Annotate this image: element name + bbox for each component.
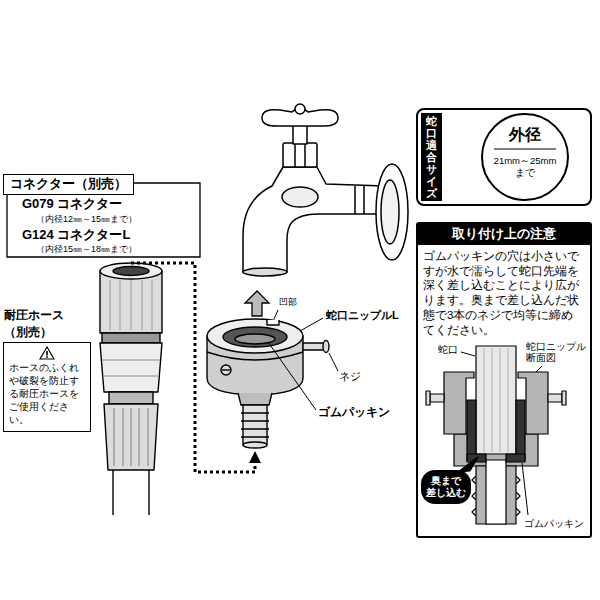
- section-drawing: [418, 342, 590, 536]
- divider-line: [494, 148, 556, 149]
- faucet-drawing: [282, 187, 318, 207]
- nipple-drawing: [238, 393, 272, 405]
- faucet-drawing: [283, 143, 317, 167]
- faucet-drawing: [243, 104, 408, 276]
- nipple-drawing: [222, 369, 230, 370]
- size-range: （内径12㎜～15㎜まで）: [36, 214, 137, 224]
- nipple-drawing: [243, 405, 267, 445]
- section-drawing: [548, 394, 562, 402]
- section-drawing: [426, 391, 430, 405]
- section-heading: 耐圧ホース（別売）: [4, 307, 84, 341]
- nipple-drawing: [235, 334, 275, 344]
- connector-drawing: [100, 343, 162, 392]
- connector-drawing: [100, 263, 162, 279]
- warning-icon: [46, 356, 48, 358]
- model-name: G124 コネクターL: [22, 228, 130, 243]
- connector-drawing: [100, 271, 162, 333]
- warning-icon: [40, 347, 54, 359]
- size-range: 21mm～25mm まで: [492, 155, 558, 179]
- fit-size-panel: 蛇口適合サイズ 外径 21mm～25mm まで: [416, 108, 592, 206]
- assembly-route: [131, 263, 255, 472]
- section-heading-box: コネクター（別売）: [3, 174, 134, 195]
- connector-drawing: [114, 408, 148, 466]
- faucet-drawing: [293, 124, 307, 144]
- leader-line: [329, 353, 338, 371]
- leader-line: [274, 310, 278, 319]
- model-name: G079 コネクター: [22, 197, 122, 212]
- connector-drawing: [109, 392, 153, 404]
- section-drawing: [506, 454, 525, 462]
- warning-text: ホースのふくれや破裂を防止する耐圧ホースをご使用ください。: [9, 361, 86, 426]
- nipple-drawing: [323, 341, 329, 353]
- diameter-heading: 外径: [480, 125, 570, 144]
- nipple-drawing: [241, 413, 269, 437]
- faucet-drawing: [355, 186, 364, 214]
- part-label: 蛇口: [438, 344, 458, 356]
- route-arrowhead: [249, 451, 261, 463]
- section-drawing: [476, 346, 516, 454]
- section-drawing: [467, 400, 476, 460]
- section-drawing: [461, 352, 542, 515]
- section-drawing: [516, 400, 525, 460]
- caution-text: ゴムパッキンの穴は小さいですが水で濡らして蛇口先端を深く差し込むことにより広がり…: [418, 245, 590, 339]
- diameter-circle: 外径 21mm～25mm まで: [480, 112, 570, 202]
- mount-arrow: [245, 291, 269, 316]
- connector-drawing: [100, 263, 162, 515]
- leader-line: [268, 342, 316, 410]
- connector-drawing: [102, 333, 160, 343]
- connector-drawing: [102, 360, 160, 376]
- warning-icon: [39, 346, 55, 360]
- nipple-drawing: [303, 343, 325, 350]
- nipple-drawing: [267, 320, 279, 325]
- nipple-drawing: [223, 327, 287, 347]
- connector-drawing: [113, 470, 149, 515]
- section-drawing: [562, 391, 566, 405]
- connector-drawing: [104, 404, 158, 470]
- mount-arrow: [245, 291, 269, 316]
- connector-drawing: [113, 267, 149, 276]
- part-label: 凹部: [279, 297, 297, 307]
- nipple-drawing: [221, 365, 231, 375]
- faucet-drawing: [243, 167, 384, 272]
- part-label: ゴムパッキン: [524, 518, 584, 530]
- nipple-drawing: [207, 319, 329, 448]
- vertical-band-title: 蛇口適合サイズ: [421, 113, 442, 201]
- caution-box: 取り付け上の注意ゴムパッキンの穴は小さいですが水で濡らして蛇口先端を深く差し込む…: [416, 222, 592, 538]
- leader-line: [300, 318, 323, 331]
- part-label: ゴムパッキン: [318, 406, 390, 420]
- section-drawing: [486, 460, 506, 524]
- faucet-drawing: [381, 180, 399, 244]
- assembly-route: [131, 263, 255, 472]
- warning-note-box: 耐圧ホース（別売）ホースのふくれや破裂を防止する耐圧ホースをご使用ください。: [3, 342, 91, 432]
- warning-icon: [46, 351, 48, 356]
- faucet-drawing: [295, 143, 305, 167]
- caution-heading: 取り付け上の注意: [418, 224, 590, 245]
- leader-line: [268, 310, 338, 410]
- section-drawing: [484, 348, 508, 452]
- connector-drawing: [110, 280, 152, 330]
- part-label: 蛇口ニップルL: [326, 309, 399, 322]
- insert-note-pill: 奥まで 差し込む: [421, 470, 471, 504]
- nipple-drawing: [243, 442, 267, 448]
- insert-note: 奥まで 差し込む: [424, 475, 468, 499]
- nipple-drawing: [207, 319, 303, 353]
- section-heading: コネクター（別売）: [10, 176, 127, 193]
- route-arrowhead: [249, 451, 261, 463]
- faucet-drawing: [376, 164, 408, 260]
- part-label: ネジ: [339, 370, 361, 383]
- section-drawing: [430, 394, 444, 402]
- faucet-drawing: [243, 268, 287, 276]
- size-range: （内径15㎜～18㎜まで）: [36, 244, 137, 254]
- faucet-drawing: [295, 104, 305, 114]
- figure-title: 蛇口ニップル 断面図: [526, 342, 588, 364]
